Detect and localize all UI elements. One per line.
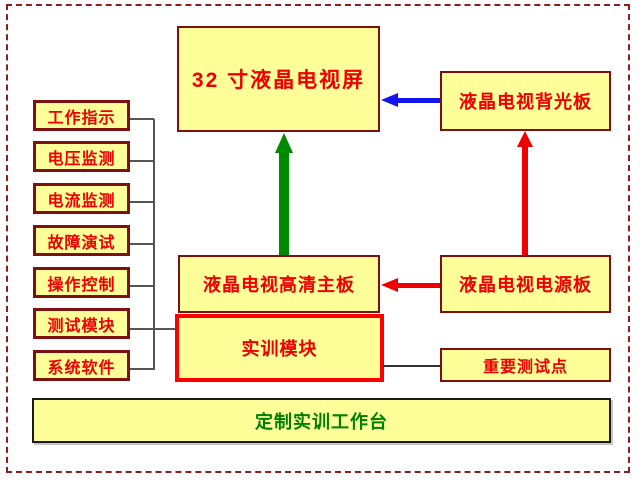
- node-important-test-points: 重要测试点: [440, 348, 611, 382]
- bus-branch-line: [130, 368, 154, 370]
- node-operation-control: 操作控制: [33, 267, 130, 298]
- bus-branch-line: [130, 118, 154, 120]
- training-to-testpoints-line: [383, 365, 440, 367]
- green-up-arrow: [279, 150, 289, 255]
- bus-branch-line: [130, 160, 154, 162]
- node-custom-workbench: 定制实训工作台: [32, 398, 611, 443]
- node-fault-demo: 故障演试: [33, 225, 130, 256]
- node-backlight-board: 液晶电视背光板: [440, 71, 611, 131]
- node-power-board: 液晶电视电源板: [440, 255, 611, 313]
- red-up-arrow: [522, 145, 528, 255]
- node-test-module: 测试模块: [33, 308, 130, 339]
- bus-branch-line: [130, 243, 154, 245]
- dashed-frame-border: [6, 4, 630, 473]
- node-training-module-highlighted: 实训模块: [175, 314, 384, 382]
- red-left-arrow: [397, 283, 440, 288]
- bus-branch-to-training-line: [130, 328, 175, 330]
- red-left-arrowhead-icon: [381, 278, 398, 292]
- red-up-arrowhead-icon: [517, 131, 533, 147]
- blue-left-arrow: [397, 98, 440, 103]
- node-work-indicator: 工作指示: [33, 100, 130, 131]
- bus-branch-line: [130, 201, 154, 203]
- bus-trunk-line: [153, 119, 155, 370]
- bus-branch-line: [130, 285, 154, 287]
- node-hd-mainboard: 液晶电视高清主板: [178, 255, 380, 313]
- node-current-monitor: 电流监测: [33, 183, 130, 214]
- green-up-arrowhead-icon: [275, 133, 293, 153]
- node-voltage-monitor: 电压监测: [33, 141, 130, 172]
- node-system-software: 系统软件: [33, 350, 130, 381]
- blue-left-arrowhead-icon: [381, 93, 398, 107]
- node-tv-screen: 32 寸液晶电视屏: [177, 26, 380, 132]
